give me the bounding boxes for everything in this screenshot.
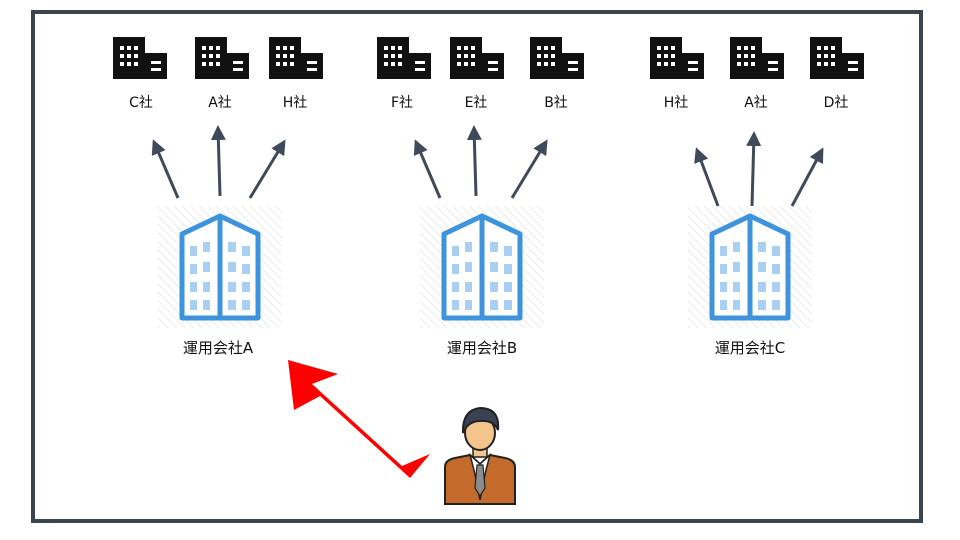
client-label: A社 — [744, 95, 768, 111]
arrow-to-client — [151, 139, 180, 199]
client-building-icon — [730, 37, 784, 79]
operator-building-icon — [420, 206, 544, 328]
client-building-icon — [113, 37, 167, 79]
client-label: F社 — [390, 95, 414, 111]
client-label: H社 — [282, 95, 308, 111]
operator-label: 運用会社C — [714, 339, 786, 357]
client-building-icon — [377, 37, 431, 79]
arrow-to-client — [746, 131, 762, 207]
operator-building-icon — [158, 206, 282, 328]
arrow-to-client — [694, 147, 720, 207]
person-icon — [444, 406, 516, 505]
arrow-to-client — [790, 147, 824, 207]
operator-building-icon — [688, 206, 812, 328]
client-label: D社 — [823, 95, 849, 111]
diagram-frame — [31, 10, 923, 523]
operator-label: 運用会社B — [446, 339, 518, 357]
arrow-to-client — [248, 139, 286, 199]
client-building-icon — [650, 37, 704, 79]
client-label: C社 — [129, 95, 153, 111]
client-building-icon — [530, 37, 584, 79]
client-building-icon — [450, 37, 504, 79]
arrow-to-client — [413, 139, 442, 199]
client-label: H社 — [663, 95, 689, 111]
client-building-icon — [195, 37, 249, 79]
highlight-arrow — [288, 360, 430, 478]
client-label: E社 — [464, 95, 488, 111]
client-building-icon — [810, 37, 864, 79]
arrow-to-client — [510, 139, 548, 199]
client-label: B社 — [544, 95, 568, 111]
operator-label: 運用会社A — [182, 339, 254, 357]
arrow-to-client — [466, 125, 482, 197]
arrow-to-client — [210, 125, 226, 197]
client-building-icon — [269, 37, 323, 79]
client-label: A社 — [208, 95, 232, 111]
